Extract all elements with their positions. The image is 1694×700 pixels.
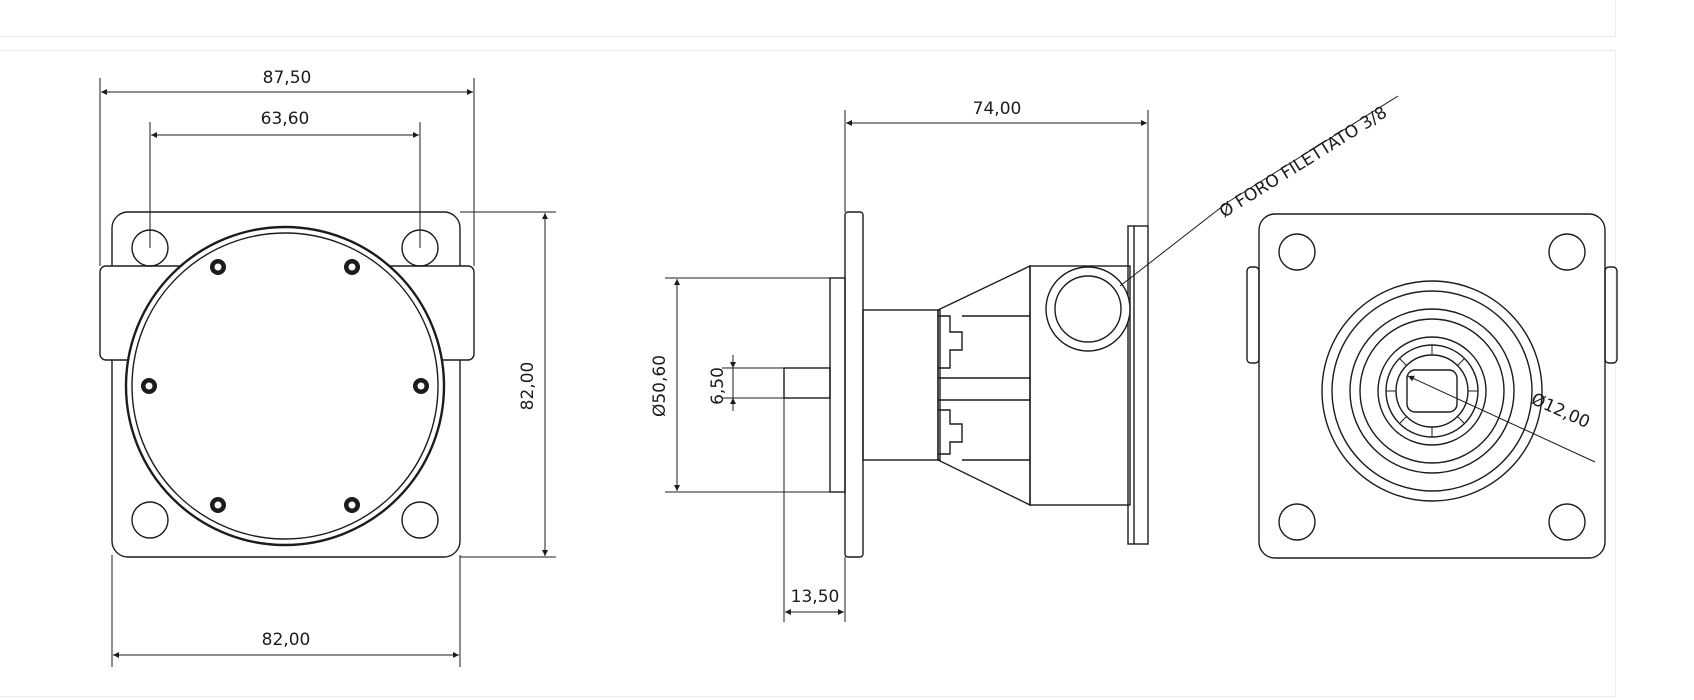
- dim-hole-spacing: 63,60: [261, 109, 310, 129]
- top-panel: [0, 0, 1616, 37]
- rear-ring-3: [1349, 308, 1515, 474]
- rear-lug-right: [1604, 266, 1618, 364]
- dim-length: 74,00: [973, 99, 1022, 119]
- side-cover-plate: [1127, 225, 1149, 545]
- dim-shaft-diameter: 6,50: [708, 367, 728, 405]
- dim-height: 82,00: [518, 362, 538, 411]
- side-slot-bottom: [938, 409, 963, 455]
- front-base-plate: [111, 211, 461, 558]
- side-cone: [937, 264, 1031, 507]
- rear-lug-left: [1246, 266, 1260, 364]
- rear-ring-4: [1359, 318, 1505, 464]
- dim-base-width: 82,00: [262, 630, 311, 650]
- port-thread-note: Ø FORO FILETTATO 3/8: [1216, 103, 1391, 223]
- side-slot-top: [938, 315, 963, 369]
- side-port-inner: [1054, 275, 1122, 343]
- front-cover-inner-ring: [131, 232, 439, 540]
- rear-mount-hole-bottom-left: [1278, 503, 1316, 541]
- front-mount-hole-bottom-right: [401, 501, 439, 539]
- rear-ring-1: [1321, 280, 1543, 502]
- side-mount-flange: [844, 211, 864, 558]
- side-view: 74,00 Ø FORO FILETTATO 3/8 Ø50,60 6,50 1…: [650, 95, 1399, 622]
- dim-flange-diameter: Ø50,60: [650, 355, 670, 417]
- rear-view: Ø12,00: [1246, 213, 1618, 559]
- rear-base-plate: [1258, 213, 1606, 559]
- rear-shaft-bore: [1406, 369, 1458, 413]
- front-cover-plate: [124, 225, 446, 547]
- side-shaft: [783, 367, 831, 399]
- side-bearing-flange: [829, 277, 846, 493]
- front-cover-screws: [141, 259, 429, 513]
- side-port-outer: [1045, 266, 1131, 352]
- side-pump-body: [1029, 265, 1131, 506]
- rear-ring-5: [1377, 336, 1487, 446]
- rear-impeller-spokes: [1386, 345, 1478, 437]
- dim-shaft-length: 13,50: [791, 587, 840, 607]
- rear-mount-hole-top-right: [1548, 233, 1586, 271]
- rear-mount-hole-bottom-right: [1548, 503, 1586, 541]
- dim-overall-width: 87,50: [263, 68, 312, 88]
- dim-bore-diameter: Ø12,00: [1528, 389, 1593, 433]
- rear-ring-6: [1385, 344, 1479, 438]
- rear-ring-2: [1331, 290, 1533, 492]
- front-view: 87,50 63,60 82,00 82,00: [99, 68, 556, 667]
- rear-mount-hole-top-left: [1278, 233, 1316, 271]
- side-neck: [862, 309, 941, 461]
- front-mount-hole-bottom-left: [131, 501, 169, 539]
